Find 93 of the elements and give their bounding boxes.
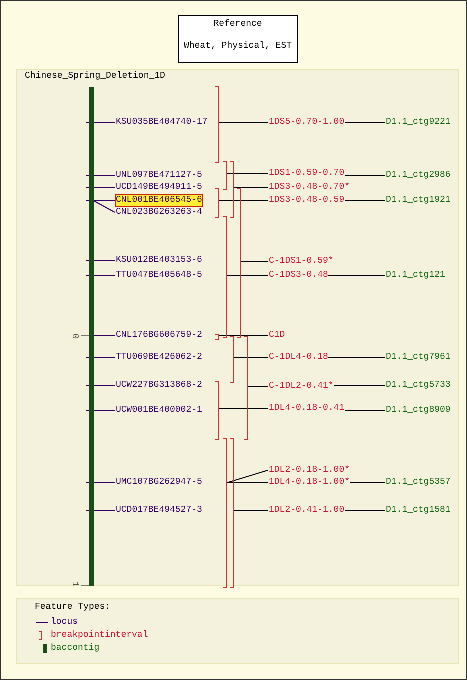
- locus-label: UCW001BE400002-1: [116, 405, 202, 416]
- interval-label: C-1DS3-0.48: [269, 270, 328, 281]
- contig-label: D1.1_ctg5733: [386, 380, 451, 391]
- interval-label: C1D: [269, 330, 286, 341]
- contig-label: D1.1_ctg121: [386, 270, 446, 281]
- interval-bracket: [237, 188, 241, 338]
- interval-bracket: [223, 161, 227, 190]
- connector-line: [328, 357, 386, 358]
- map-set-name: Wheat, Physical, EST: [182, 41, 294, 52]
- highlighted-locus-label: CNL001BE406545-6: [116, 195, 202, 206]
- connector-line: [234, 510, 268, 511]
- connector-line: [94, 275, 116, 276]
- interval-label: 1DL4-0.18-0.41: [269, 403, 345, 414]
- connector-line: [344, 200, 386, 201]
- locus-label: TTU047BE405648-5: [116, 270, 202, 281]
- locus-label: CNL176BG606759-2: [116, 330, 202, 341]
- interval-label: 1DS3-0.48-0.59: [269, 195, 345, 206]
- connector-line: [344, 410, 386, 411]
- interval-bracket: [230, 336, 234, 383]
- reference-box: [178, 15, 298, 63]
- map-title: Chinese_Spring_Deletion_1D: [25, 71, 166, 82]
- axis-value: 0: [69, 334, 80, 340]
- interval-label: C-1DL4-0.18: [269, 352, 328, 363]
- interval-label: 1DS3-0.48-0.70*: [269, 182, 350, 193]
- interval-label: 1DL2-0.41-1.00: [269, 505, 345, 516]
- connector-line: [94, 385, 116, 386]
- locus-label: UCD017BE494527-3: [116, 505, 202, 516]
- connector-line: [94, 175, 116, 176]
- contig-label: D1.1_ctg1921: [386, 195, 451, 206]
- connector-line: [248, 386, 268, 387]
- locus-label: KSU035BE404740-17: [116, 117, 208, 128]
- interval-label: 1DS1-0.59-0.70: [269, 168, 345, 179]
- interval-label: 1DS5-0.70-1.00: [269, 117, 345, 128]
- interval-bracket: [215, 188, 219, 218]
- connector-line: [226, 470, 268, 484]
- connector-line: [218, 408, 268, 409]
- connector-line: [218, 335, 268, 336]
- contig-label: D1.1_ctg7961: [386, 352, 451, 363]
- contig-label: D1.1_ctg5357: [386, 477, 451, 488]
- connector-line: [94, 410, 116, 411]
- interval-bracket: [215, 86, 219, 163]
- connector-line: [94, 482, 116, 483]
- contig-label: D1.1_ctg8909: [386, 405, 451, 416]
- connector-line: [344, 122, 386, 123]
- connector-line: [94, 510, 116, 511]
- locus-label: TTU069BE426062-2: [116, 352, 202, 363]
- connector-line: [234, 187, 268, 188]
- legend-label: breakpointinterval: [51, 630, 148, 641]
- interval-bracket: [223, 216, 227, 338]
- contig-label: D1.1_ctg2986: [386, 170, 451, 181]
- contig-label: D1.1_ctg9221: [386, 117, 451, 128]
- interval-bracket: [215, 381, 219, 440]
- connector-line: [218, 122, 268, 123]
- connector-line: [94, 335, 116, 336]
- interval-bracket: [230, 161, 234, 218]
- locus-label: UNL097BE471127-5: [116, 170, 202, 181]
- interval-label: C-1DS1-0.59*: [269, 256, 334, 267]
- interval-label: C-1DL2-0.41*: [269, 381, 334, 392]
- legend-label: baccontig: [51, 643, 100, 654]
- connector-line: [226, 482, 268, 483]
- connector-line: [94, 357, 116, 358]
- box-heading: Reference: [212, 19, 264, 30]
- interval-bracket: [215, 334, 219, 340]
- interval-bracket: [244, 336, 248, 440]
- connector-line: [226, 275, 268, 276]
- connector-line: [226, 173, 268, 174]
- connector-line: [328, 275, 386, 276]
- interval-bracket: [223, 438, 227, 588]
- locus-label: KSU012BE403153-6: [116, 255, 202, 266]
- contig-bar: [89, 87, 94, 586]
- interval-label: 1DL2-0.18-1.00*: [269, 465, 350, 476]
- connector-line: [94, 187, 116, 188]
- connector-line: [344, 510, 386, 511]
- contig-label: D1.1_ctg1581: [386, 505, 451, 516]
- connector-line: [94, 122, 116, 123]
- connector-line: [350, 482, 386, 483]
- locus-label: CNL023BG263263-4: [116, 207, 202, 218]
- locus-label: UCD149BE494911-5: [116, 182, 202, 193]
- legend-heading: Feature Types:: [35, 602, 111, 613]
- connector-line: [218, 200, 268, 201]
- connector-line: [94, 260, 116, 261]
- locus-label: UMC107BG262947-5: [116, 477, 202, 488]
- connector-line: [240, 261, 268, 262]
- interval-label: 1DL4-0.18-1.00*: [269, 477, 350, 488]
- axis-value: 1: [69, 582, 80, 588]
- connector-line: [94, 200, 116, 213]
- connector-line: [94, 200, 116, 201]
- locus-label: UCW227BG313868-2: [116, 380, 202, 391]
- connector-line: [344, 175, 386, 176]
- legend-label: locus: [51, 617, 78, 628]
- connector-line: [234, 357, 268, 358]
- interval-bracket: [230, 438, 234, 588]
- connector-line: [334, 385, 386, 386]
